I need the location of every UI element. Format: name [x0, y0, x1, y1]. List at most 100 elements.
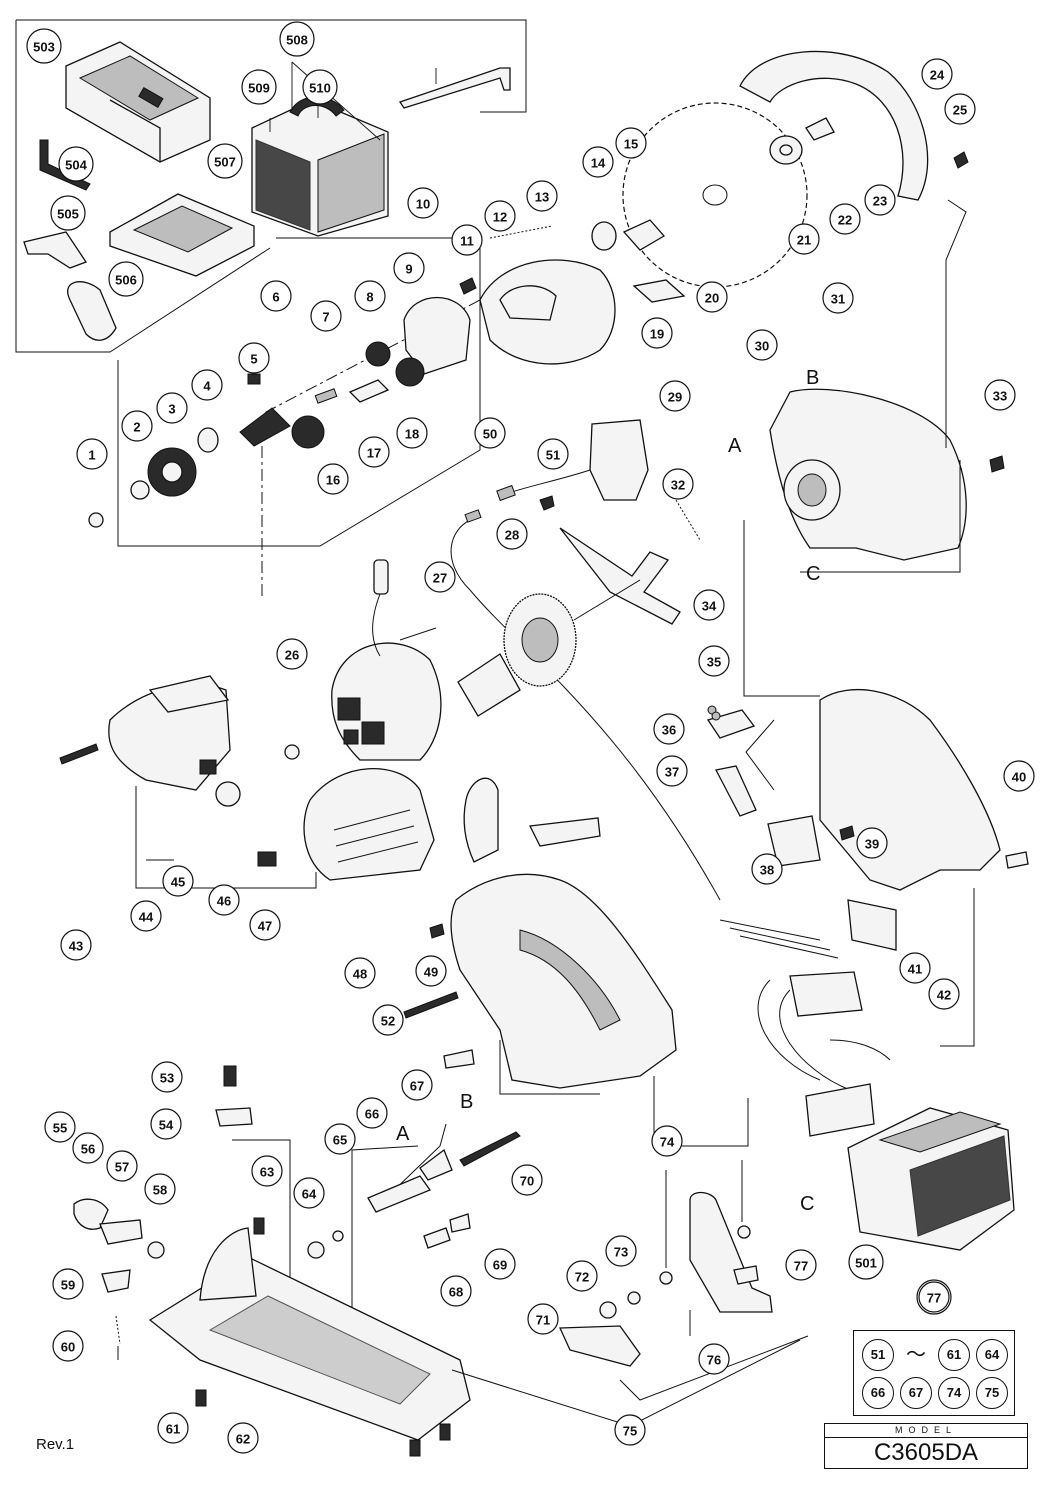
- callout-number: 509: [248, 81, 270, 96]
- callout-number: 20: [705, 291, 719, 306]
- sensor-holder: [589, 419, 649, 501]
- callout-number: 18: [405, 427, 419, 442]
- callout-circle: [354, 280, 386, 312]
- callout-504: 504: [58, 146, 94, 182]
- callout-54: 54: [150, 1108, 182, 1140]
- callout-61: 61: [157, 1412, 189, 1444]
- callout-number: 35: [707, 655, 721, 670]
- callout-circle: [144, 1173, 176, 1205]
- callout-number: 37: [665, 765, 679, 780]
- callout-number: 13: [535, 190, 549, 205]
- reference-letter-c: C: [806, 563, 820, 585]
- callout-70: 70: [511, 1164, 543, 1196]
- callout-49: 49: [415, 955, 447, 987]
- set-item-67: 67: [900, 1377, 932, 1409]
- callout-number: 71: [536, 1313, 550, 1328]
- callout-23: 23: [864, 184, 896, 216]
- callout-number: 44: [139, 910, 154, 925]
- controller: [719, 919, 891, 1137]
- lock-lever: [559, 527, 681, 625]
- callout-39: 39: [856, 827, 888, 859]
- callout-circle: [44, 1111, 76, 1143]
- callout-38: 38: [751, 853, 783, 885]
- callout-number: 32: [671, 478, 685, 493]
- callout-number: 43: [69, 939, 83, 954]
- callout-number: 73: [614, 1245, 628, 1260]
- side-cover: [463, 777, 499, 863]
- callout-circle: [279, 21, 315, 57]
- callout-22: 22: [829, 203, 861, 235]
- callout-circle: [60, 929, 92, 961]
- callout-number: 22: [838, 213, 852, 228]
- callout-31: 31: [822, 282, 854, 314]
- callout-circle: [1003, 760, 1035, 792]
- callout-circle: [785, 1249, 817, 1281]
- callout-circle: [921, 58, 953, 90]
- callout-number: 9: [405, 262, 412, 277]
- callout-28: 28: [496, 518, 528, 550]
- callout-number: 66: [365, 1107, 379, 1122]
- callout-circle: [829, 203, 861, 235]
- callout-circle: [746, 329, 778, 361]
- callout-circle: [527, 1303, 559, 1335]
- callout-number: 10: [416, 197, 430, 212]
- callout-circle: [984, 379, 1016, 411]
- callout-number: 48: [353, 967, 367, 982]
- callout-circle: [696, 281, 728, 313]
- callout-number: 68: [449, 1285, 463, 1300]
- callout-number: 508: [286, 33, 308, 48]
- callout-number: 59: [61, 1278, 75, 1293]
- callout-55: 55: [44, 1111, 76, 1143]
- callout-76: 76: [698, 1343, 730, 1375]
- callout-12: 12: [484, 200, 516, 232]
- set-item-74: 74: [938, 1377, 970, 1409]
- callout-number: 3: [168, 402, 175, 417]
- callout-number: 7: [322, 310, 329, 325]
- callout-circle: [848, 1244, 884, 1280]
- callout-68: 68: [440, 1275, 472, 1307]
- callout-27: 27: [424, 561, 456, 593]
- callout-46: 46: [208, 884, 240, 916]
- callout-37: 37: [656, 755, 688, 787]
- callout-circle: [424, 561, 456, 593]
- callout-circle: [26, 28, 62, 64]
- callout-circle: [944, 93, 976, 125]
- set-item-51: 51: [862, 1339, 894, 1371]
- callout-number: 26: [285, 648, 299, 663]
- callout-circle: [864, 184, 896, 216]
- callout-number: 76: [707, 1353, 721, 1368]
- callout-circle: [207, 143, 243, 179]
- callout-circle: [751, 853, 783, 885]
- callout-circle: [856, 827, 888, 859]
- callout-number: 53: [160, 1071, 174, 1086]
- callout-number: 75: [623, 1424, 637, 1439]
- callout-circle: [526, 180, 558, 212]
- callout-circle: [156, 392, 188, 424]
- bevel-quadrant: [199, 1227, 257, 1301]
- callout-number: 40: [1012, 770, 1026, 785]
- callout-69: 69: [484, 1248, 516, 1280]
- callout-number: 12: [493, 210, 507, 225]
- callout-number: 57: [115, 1160, 129, 1175]
- callout-number: 45: [171, 875, 185, 890]
- callout-circle: [191, 369, 223, 401]
- callout-circle: [293, 1177, 325, 1209]
- callout-58: 58: [144, 1173, 176, 1205]
- callout-67: 67: [401, 1069, 433, 1101]
- set-item-61: 61: [938, 1339, 970, 1371]
- callout-circle: [451, 224, 483, 256]
- callout-57: 57: [106, 1150, 138, 1182]
- callout-number: 46: [217, 894, 231, 909]
- callout-circle: [496, 518, 528, 550]
- callout-35: 35: [698, 645, 730, 677]
- callout-circle: [238, 342, 270, 374]
- adapter-cap: [67, 281, 117, 341]
- callout-14: 14: [582, 146, 614, 178]
- callout-circle: [511, 1164, 543, 1196]
- callout-circle: [106, 1150, 138, 1182]
- callout-circle: [324, 1123, 356, 1155]
- callout-number: 52: [381, 1014, 395, 1029]
- callout-26: 26: [276, 638, 308, 670]
- callout-9: 9: [393, 252, 425, 284]
